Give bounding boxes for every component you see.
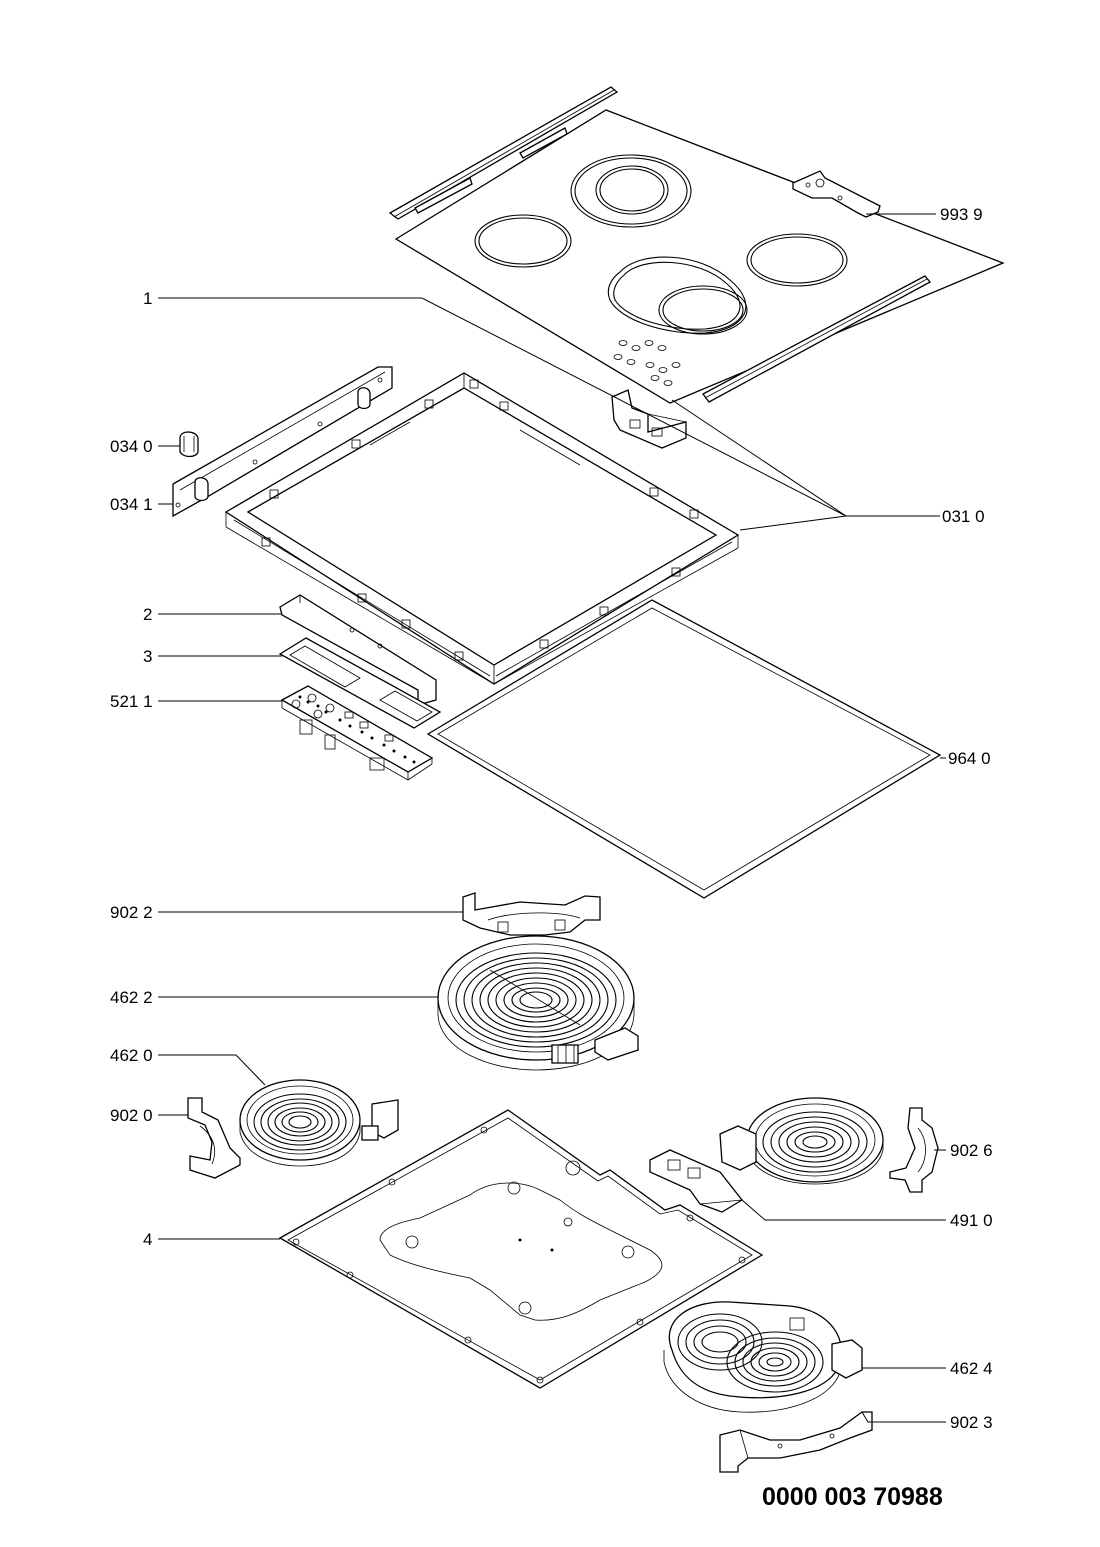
callout-1: 1	[143, 289, 152, 308]
callout-031-0: 031 0	[942, 507, 985, 526]
side-rail-034-1	[172, 366, 393, 518]
callout-2: 2	[143, 605, 152, 624]
callout-964-0: 964 0	[948, 749, 991, 768]
callout-4: 4	[143, 1230, 152, 1249]
callout-902-0: 902 0	[110, 1106, 153, 1125]
heater-terminal-block	[551, 1027, 639, 1064]
rear-trim-strip	[388, 86, 619, 220]
radiant-heater-right	[719, 1097, 884, 1185]
heater-coil-spiral	[762, 1111, 868, 1173]
heater-coil-spiral	[677, 1313, 824, 1393]
side-trim-strip	[702, 275, 932, 403]
clip-034-0	[179, 431, 199, 458]
callout-462-4: 462 4	[950, 1359, 993, 1378]
callout-462-2: 462 2	[110, 988, 153, 1007]
callout-902-6: 902 6	[950, 1141, 993, 1160]
bracket-902-2	[462, 892, 601, 936]
callout-993-9: 993 9	[940, 205, 983, 224]
document-number: 0000 003 70988	[762, 1483, 943, 1511]
support-frame	[224, 372, 740, 685]
callout-902-3: 902 3	[950, 1413, 993, 1432]
callout-labels: 993 9 1 034 0 034 1 031 0 2 3 521 1 964 …	[110, 205, 993, 1432]
bracket-993-9	[792, 170, 881, 218]
glass-ceramic-top	[394, 109, 1005, 404]
callout-3: 3	[143, 647, 152, 666]
bracket-902-6	[889, 1107, 939, 1193]
callout-902-2: 902 2	[110, 903, 153, 922]
dual-radiant-heater-462-4	[663, 1301, 863, 1413]
bracket-2	[279, 594, 437, 706]
seal-gasket-964-0	[426, 599, 942, 899]
callout-462-0: 462 0	[110, 1046, 153, 1065]
heater-coil-spiral	[455, 952, 617, 1048]
board-components	[291, 693, 416, 764]
temperature-limiter-491-0	[649, 1149, 743, 1213]
callout-034-0: 034 0	[110, 437, 153, 456]
callout-521-1: 521 1	[110, 692, 153, 711]
control-panel-markings	[613, 340, 681, 386]
bracket-902-0	[187, 1097, 241, 1179]
radiant-heater-462-0	[239, 1079, 399, 1167]
leader-lines	[158, 213, 946, 1423]
heater-coil-spiral	[253, 1093, 347, 1151]
insulator-plate-3	[278, 637, 442, 729]
callout-034-1: 034 1	[110, 495, 153, 514]
base-plate-4	[278, 1109, 764, 1389]
callout-491-0: 491 0	[950, 1211, 993, 1230]
cooking-zone-outlines	[474, 154, 848, 335]
bracket-902-3	[719, 1411, 873, 1473]
control-board-521-1	[280, 685, 434, 781]
radiant-heater-462-2	[437, 935, 639, 1071]
corner-clip	[611, 389, 687, 449]
